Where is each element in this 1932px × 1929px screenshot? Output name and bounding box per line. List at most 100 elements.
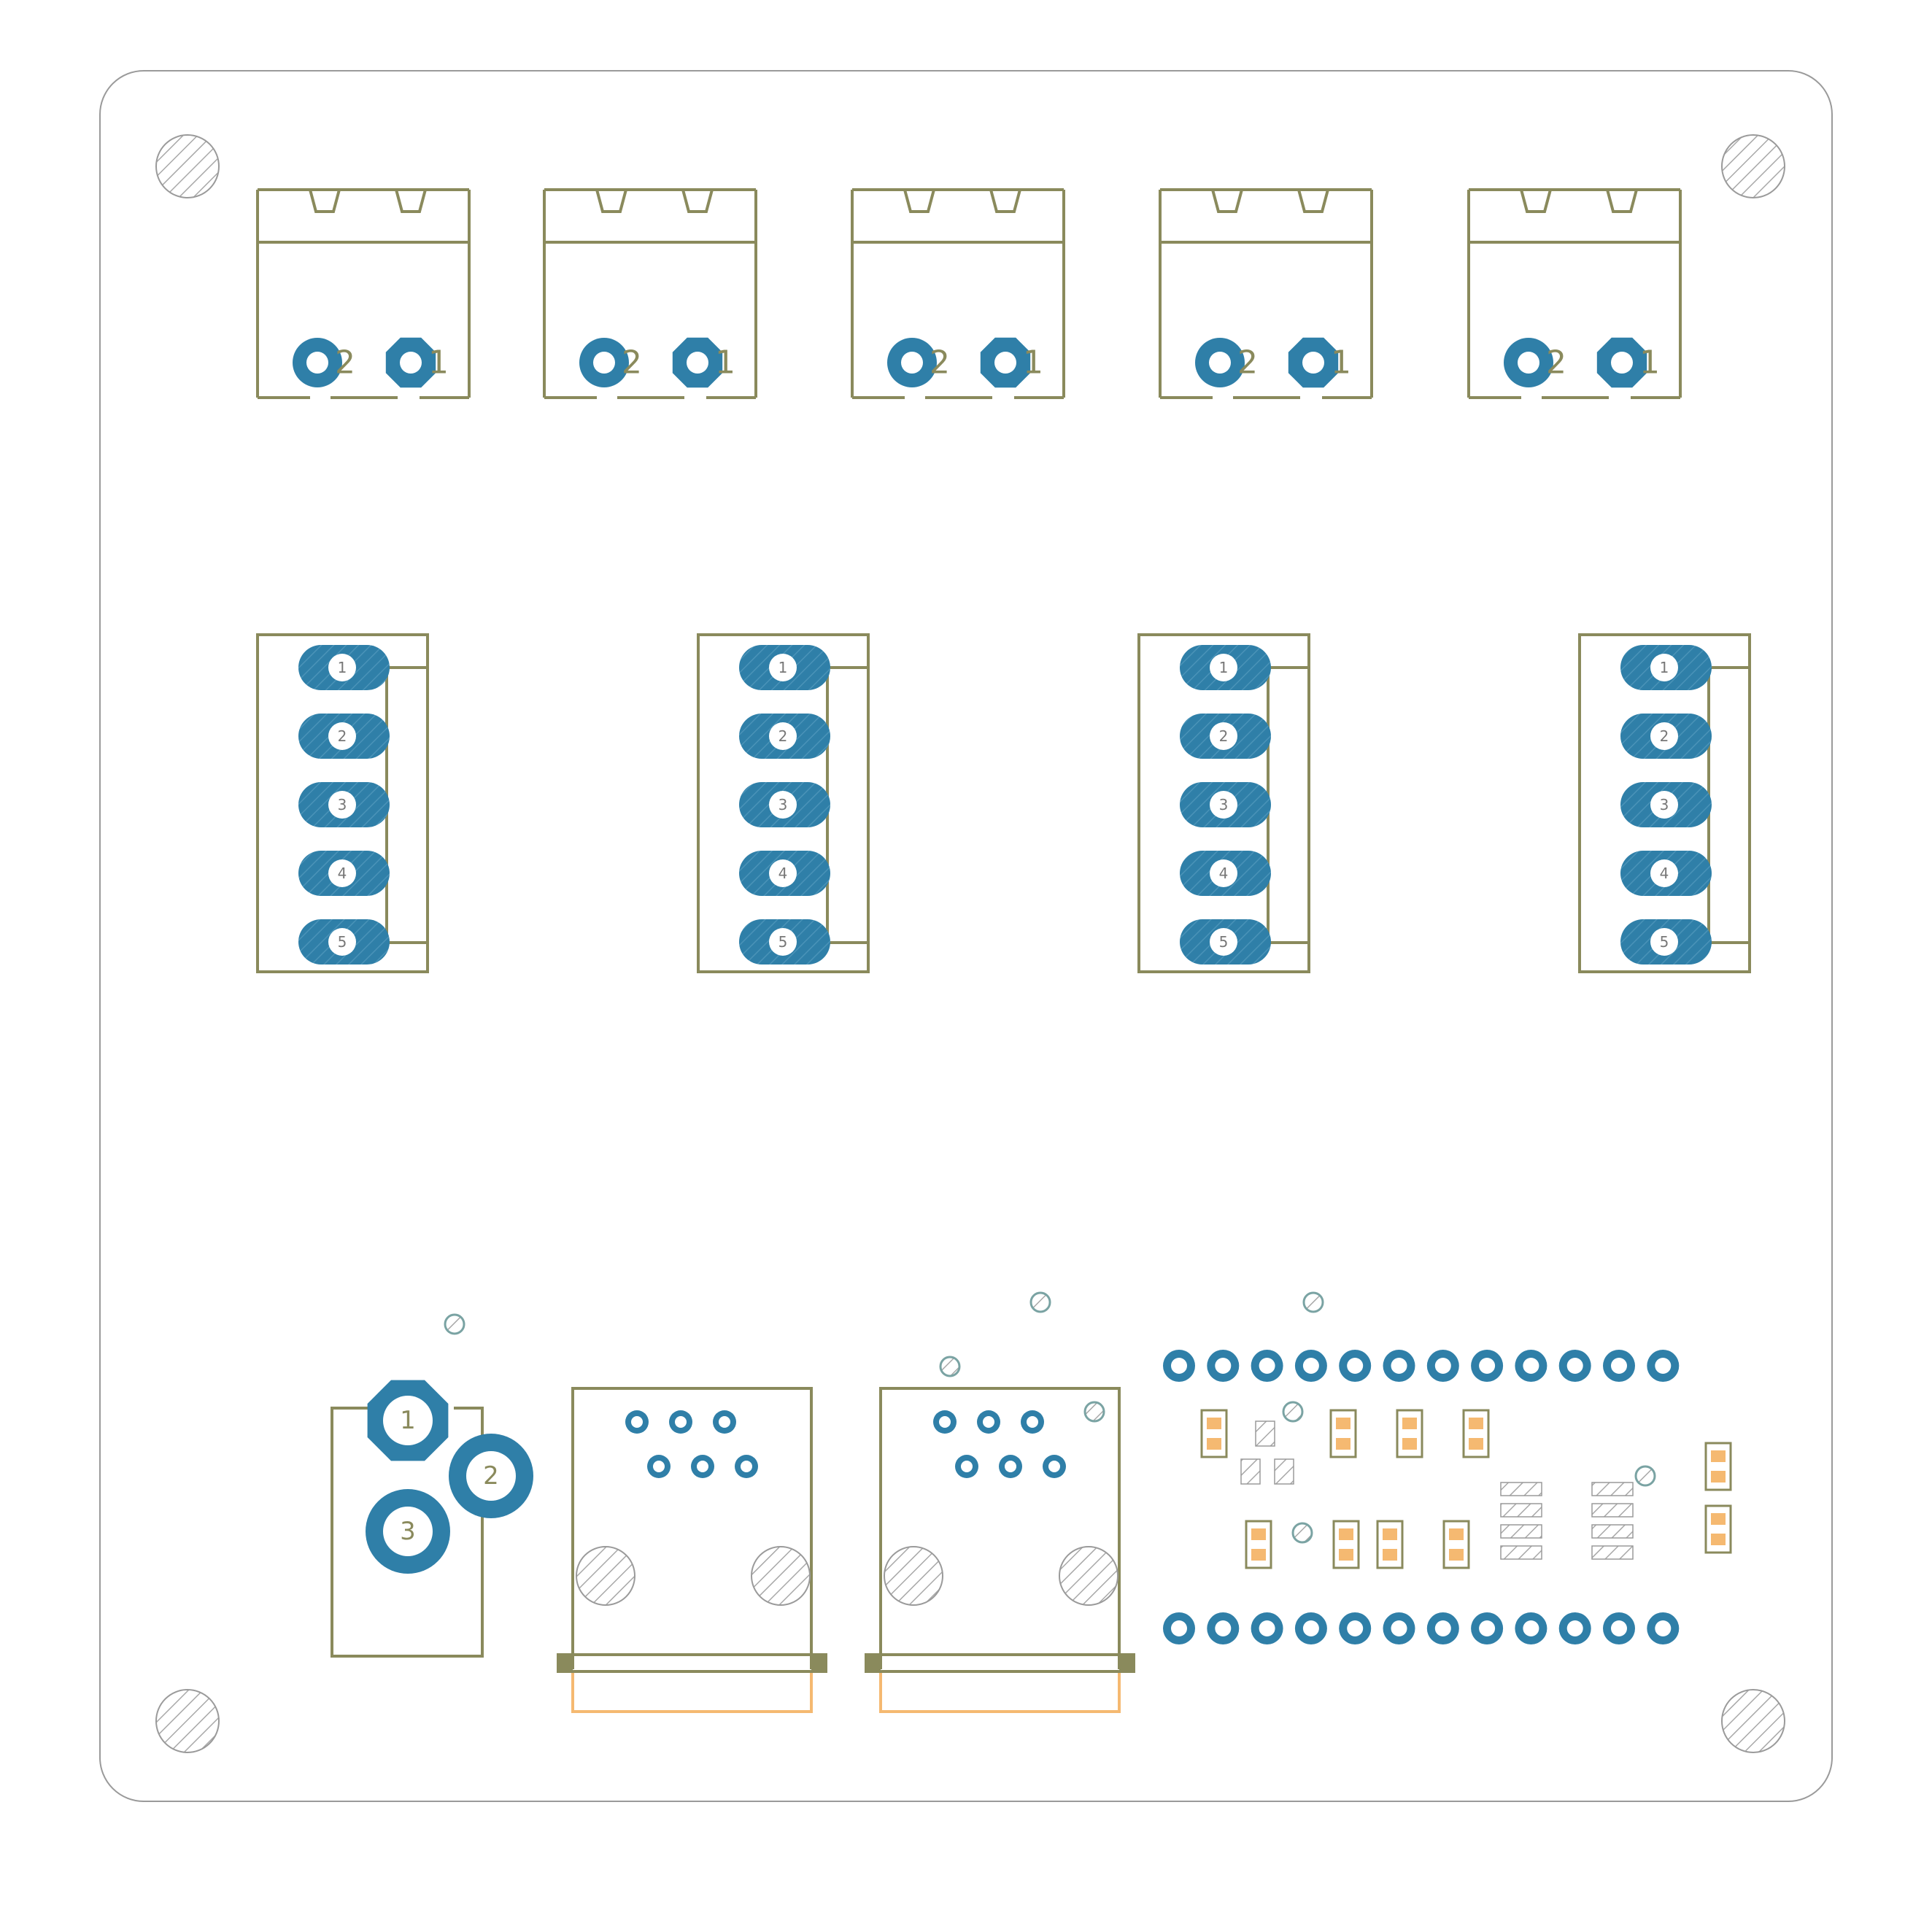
terminal-pin-label: 2 <box>1237 344 1258 382</box>
silk-notch <box>309 189 341 213</box>
pad-drill <box>1391 1620 1407 1636</box>
smd-outline <box>1704 1504 1732 1554</box>
pad-drill <box>383 1507 433 1556</box>
pad-drill <box>1027 1416 1038 1428</box>
pad-drill <box>1171 1358 1187 1374</box>
smd-pad <box>1711 1513 1726 1525</box>
jack-pin-label: 3 <box>400 1517 416 1546</box>
smd-part <box>1200 1409 1228 1458</box>
smd-part <box>1332 1520 1360 1569</box>
header-pin-label: 5 <box>1219 933 1229 951</box>
smd-hatched-pad <box>1500 1482 1542 1496</box>
header-pin-label: 4 <box>338 865 347 882</box>
smd-pad <box>1207 1438 1221 1450</box>
rj-tab <box>865 1653 881 1673</box>
smd-pad <box>1339 1549 1353 1561</box>
header-pin-label: 2 <box>1660 727 1669 745</box>
smd-pad <box>1711 1534 1726 1545</box>
smd-part <box>1462 1409 1490 1458</box>
via <box>444 1313 465 1335</box>
pad-drill <box>1650 722 1678 750</box>
header-pin-label: 1 <box>338 659 347 676</box>
rj-tab <box>1119 1653 1135 1673</box>
header-pin-label: 3 <box>1660 796 1669 813</box>
jack-outline <box>331 1407 484 1658</box>
smd-part <box>1396 1409 1423 1458</box>
pad-drill <box>1347 1620 1364 1636</box>
smd-part <box>1376 1520 1404 1569</box>
smd-pad <box>1469 1438 1483 1450</box>
rj-mount-hole <box>1059 1546 1118 1606</box>
pad-drill <box>741 1461 752 1472</box>
pad-drill <box>306 352 328 374</box>
pad-drill <box>1005 1461 1016 1472</box>
rj-tab <box>811 1653 827 1673</box>
silk-notch <box>681 189 714 213</box>
pad-drill <box>769 654 797 681</box>
smd-outline <box>1200 1409 1228 1458</box>
vias <box>444 1291 1656 1544</box>
mounting-hole <box>1721 1689 1785 1753</box>
smd-part <box>1704 1442 1732 1491</box>
silk-notch <box>989 189 1021 213</box>
pad-drill <box>1479 1358 1496 1374</box>
pad-drill <box>1048 1461 1060 1472</box>
via <box>939 1356 961 1377</box>
pad-drill <box>1259 1358 1275 1374</box>
mounting-hole <box>155 1689 220 1753</box>
pad-drill <box>328 722 356 750</box>
silk-notch <box>1297 189 1329 213</box>
header-outline <box>256 633 429 973</box>
smd-pad <box>1469 1418 1483 1429</box>
header-pin-label: 2 <box>1219 727 1229 745</box>
terminal-pin-label: 2 <box>1546 344 1566 382</box>
header-pin-label: 5 <box>338 933 347 951</box>
smd-hatched-pad <box>1591 1545 1634 1560</box>
smd-hatched-pad <box>1591 1503 1634 1518</box>
smd-hatched-pad <box>1255 1420 1275 1447</box>
header-pin-label: 5 <box>1660 933 1669 951</box>
rj-mount-hole <box>884 1546 943 1606</box>
pad-drill <box>1302 1620 1319 1636</box>
smd-part <box>1704 1504 1732 1554</box>
terminal-pin-label: 2 <box>930 344 950 382</box>
via <box>1282 1401 1304 1423</box>
pad-drill <box>1611 1358 1627 1374</box>
header-pin-label: 5 <box>778 933 788 951</box>
jack-pin-label: 2 <box>483 1461 499 1491</box>
pad-drill <box>383 1396 433 1445</box>
power-jack: 123 <box>331 1380 533 1658</box>
rj-mount-hole <box>751 1546 811 1606</box>
pad-drill <box>1650 791 1678 819</box>
pad-drill <box>1650 654 1678 681</box>
rj-connector <box>865 1387 1135 1713</box>
pad-drill <box>769 928 797 956</box>
smd-outline <box>1704 1442 1732 1491</box>
header-pin-label: 2 <box>778 727 788 745</box>
pad-drill <box>1210 654 1237 681</box>
rj-outline <box>879 1387 1121 1669</box>
smd-hatched-pad <box>1240 1458 1261 1485</box>
smd-pad <box>1383 1549 1397 1561</box>
via <box>1291 1522 1313 1544</box>
rj-mount-hole <box>576 1546 635 1606</box>
header-outline <box>1137 633 1310 973</box>
pad-drill <box>769 722 797 750</box>
header-pin-label: 3 <box>338 796 347 813</box>
smd-pad <box>1251 1528 1266 1540</box>
pad-drill <box>328 654 356 681</box>
pad-drill <box>1209 352 1231 374</box>
header-pin-label: 1 <box>778 659 788 676</box>
pad-drill <box>1434 1358 1451 1374</box>
header-pin-label: 4 <box>778 865 788 882</box>
smd-part <box>1245 1520 1272 1569</box>
smd-pad <box>1336 1438 1351 1450</box>
header-outline <box>1578 633 1751 973</box>
pad-drill <box>1523 1358 1539 1374</box>
pad-drill <box>1611 1620 1627 1636</box>
via <box>1302 1291 1324 1313</box>
